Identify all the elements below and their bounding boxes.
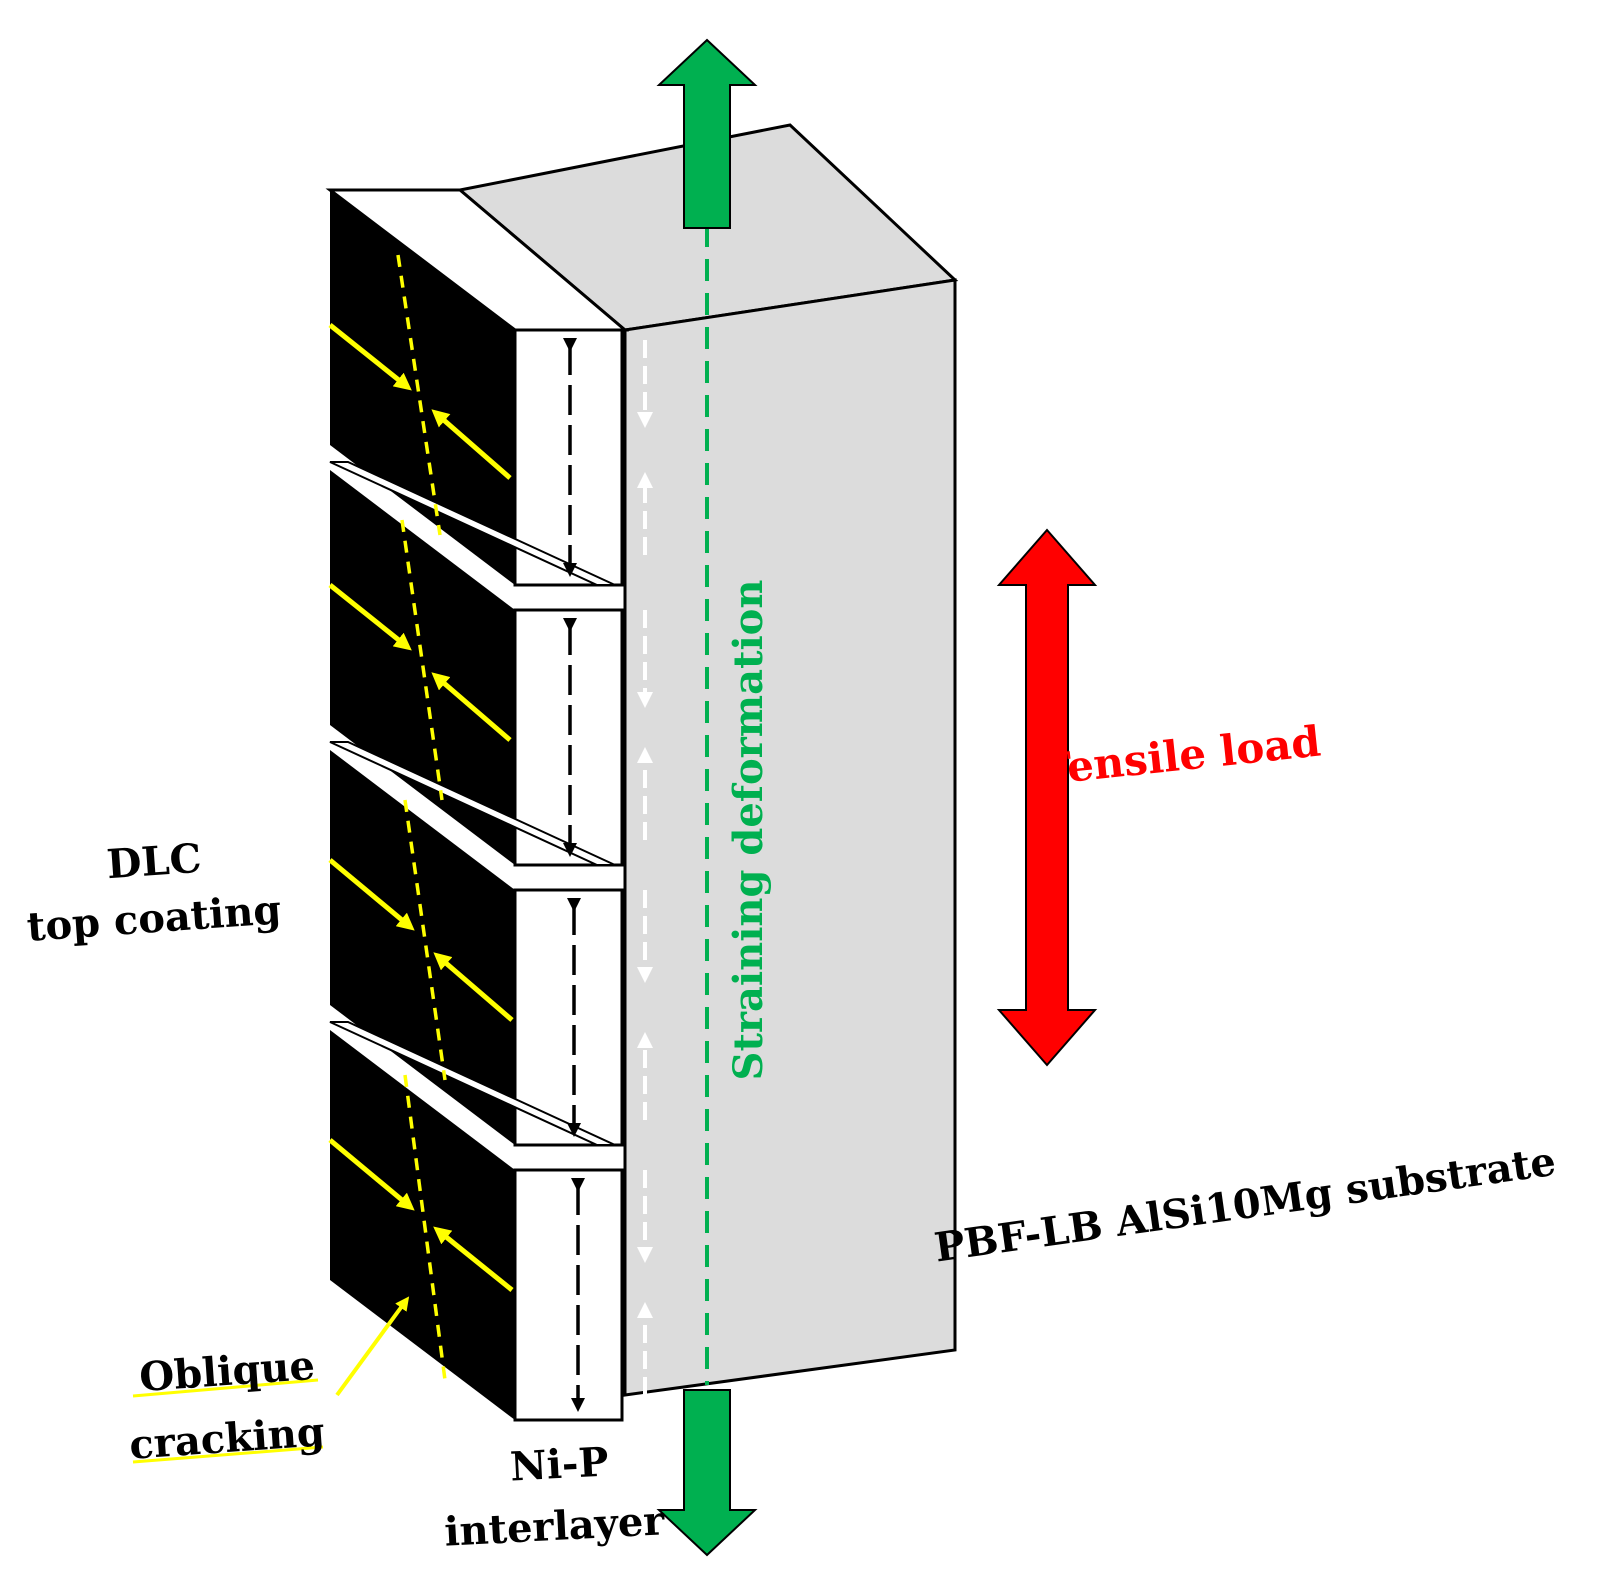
oblique-cracking-pointer — [335, 1296, 410, 1397]
crack-gap-3 — [329, 1021, 616, 1146]
oblique-label-line2: cracking — [128, 1408, 326, 1469]
nip-label-line2: interlayer — [443, 1497, 666, 1556]
substrate-label: PBF-LB AlSi10Mg substrate — [932, 1138, 1559, 1272]
oblique-label-line1: Oblique — [138, 1342, 317, 1401]
dlc-block-3 — [330, 750, 515, 1145]
straining-arrow-top — [656, 38, 758, 229]
nip-label-line1: Ni-P — [509, 1438, 610, 1490]
oblique-underline-2 — [132, 1445, 324, 1464]
oblique-underline-1 — [132, 1378, 319, 1398]
crack-gap-1 — [329, 461, 616, 586]
dlc-label-line1: DLC — [105, 835, 203, 888]
tensile-load-arrow — [996, 528, 1098, 1067]
substrate-right-face — [623, 278, 957, 1397]
dlc-block-1 — [330, 190, 515, 585]
dlc-block-4 — [330, 1030, 515, 1420]
interlayer-front-4 — [513, 1168, 624, 1422]
crack-gap-2 — [329, 741, 616, 866]
compressive-stress-arrows — [328, 323, 514, 1292]
oblique-crack-lines — [396, 254, 447, 1381]
interlayer-strain-arrows — [563, 338, 585, 1412]
dlc-label-line2: top coating — [25, 886, 282, 951]
straining-arrow-bottom — [656, 1389, 758, 1557]
tensile-load-label: Tensile load — [1038, 717, 1323, 795]
straining-label: Straining deformation — [725, 580, 772, 1081]
coating-segment-4 — [330, 1030, 624, 1422]
